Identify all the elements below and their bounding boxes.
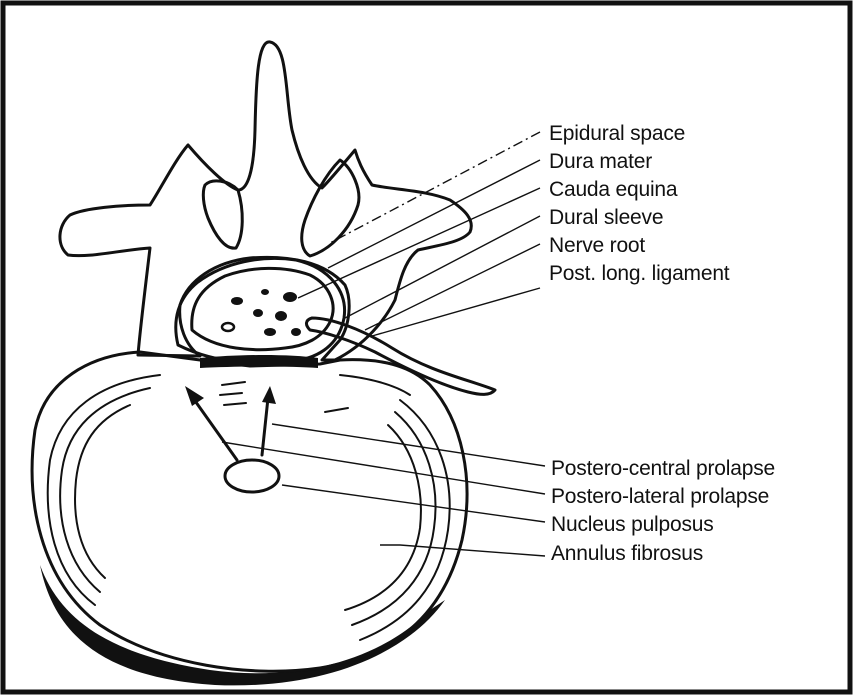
label-dura-mater: Dura mater [549,150,652,173]
nerve-fiber [264,328,276,336]
label-cauda-equina: Cauda equina [549,178,678,201]
label-epidural-space: Epidural space [549,122,685,145]
nerve-fiber [275,311,287,321]
label-dural-sleeve: Dural sleeve [549,206,663,229]
posterior-longitudinal-ligament [200,355,318,368]
label-postero-central-prolapse: Postero-central prolapse [551,457,775,480]
label-post-long-ligament: Post. long. ligament [549,262,730,285]
nerve-fiber [283,292,297,302]
nerve-fiber [261,289,269,295]
label-postero-lateral-prolapse: Postero-lateral prolapse [551,485,769,508]
label-annulus-fibrosus: Annulus fibrosus [551,542,703,565]
nerve-fiber [291,328,301,336]
label-nucleus-pulposus: Nucleus pulposus [551,513,714,536]
nerve-fiber [253,309,263,317]
label-nerve-root: Nerve root [549,234,645,257]
nerve-fiber [231,297,243,305]
